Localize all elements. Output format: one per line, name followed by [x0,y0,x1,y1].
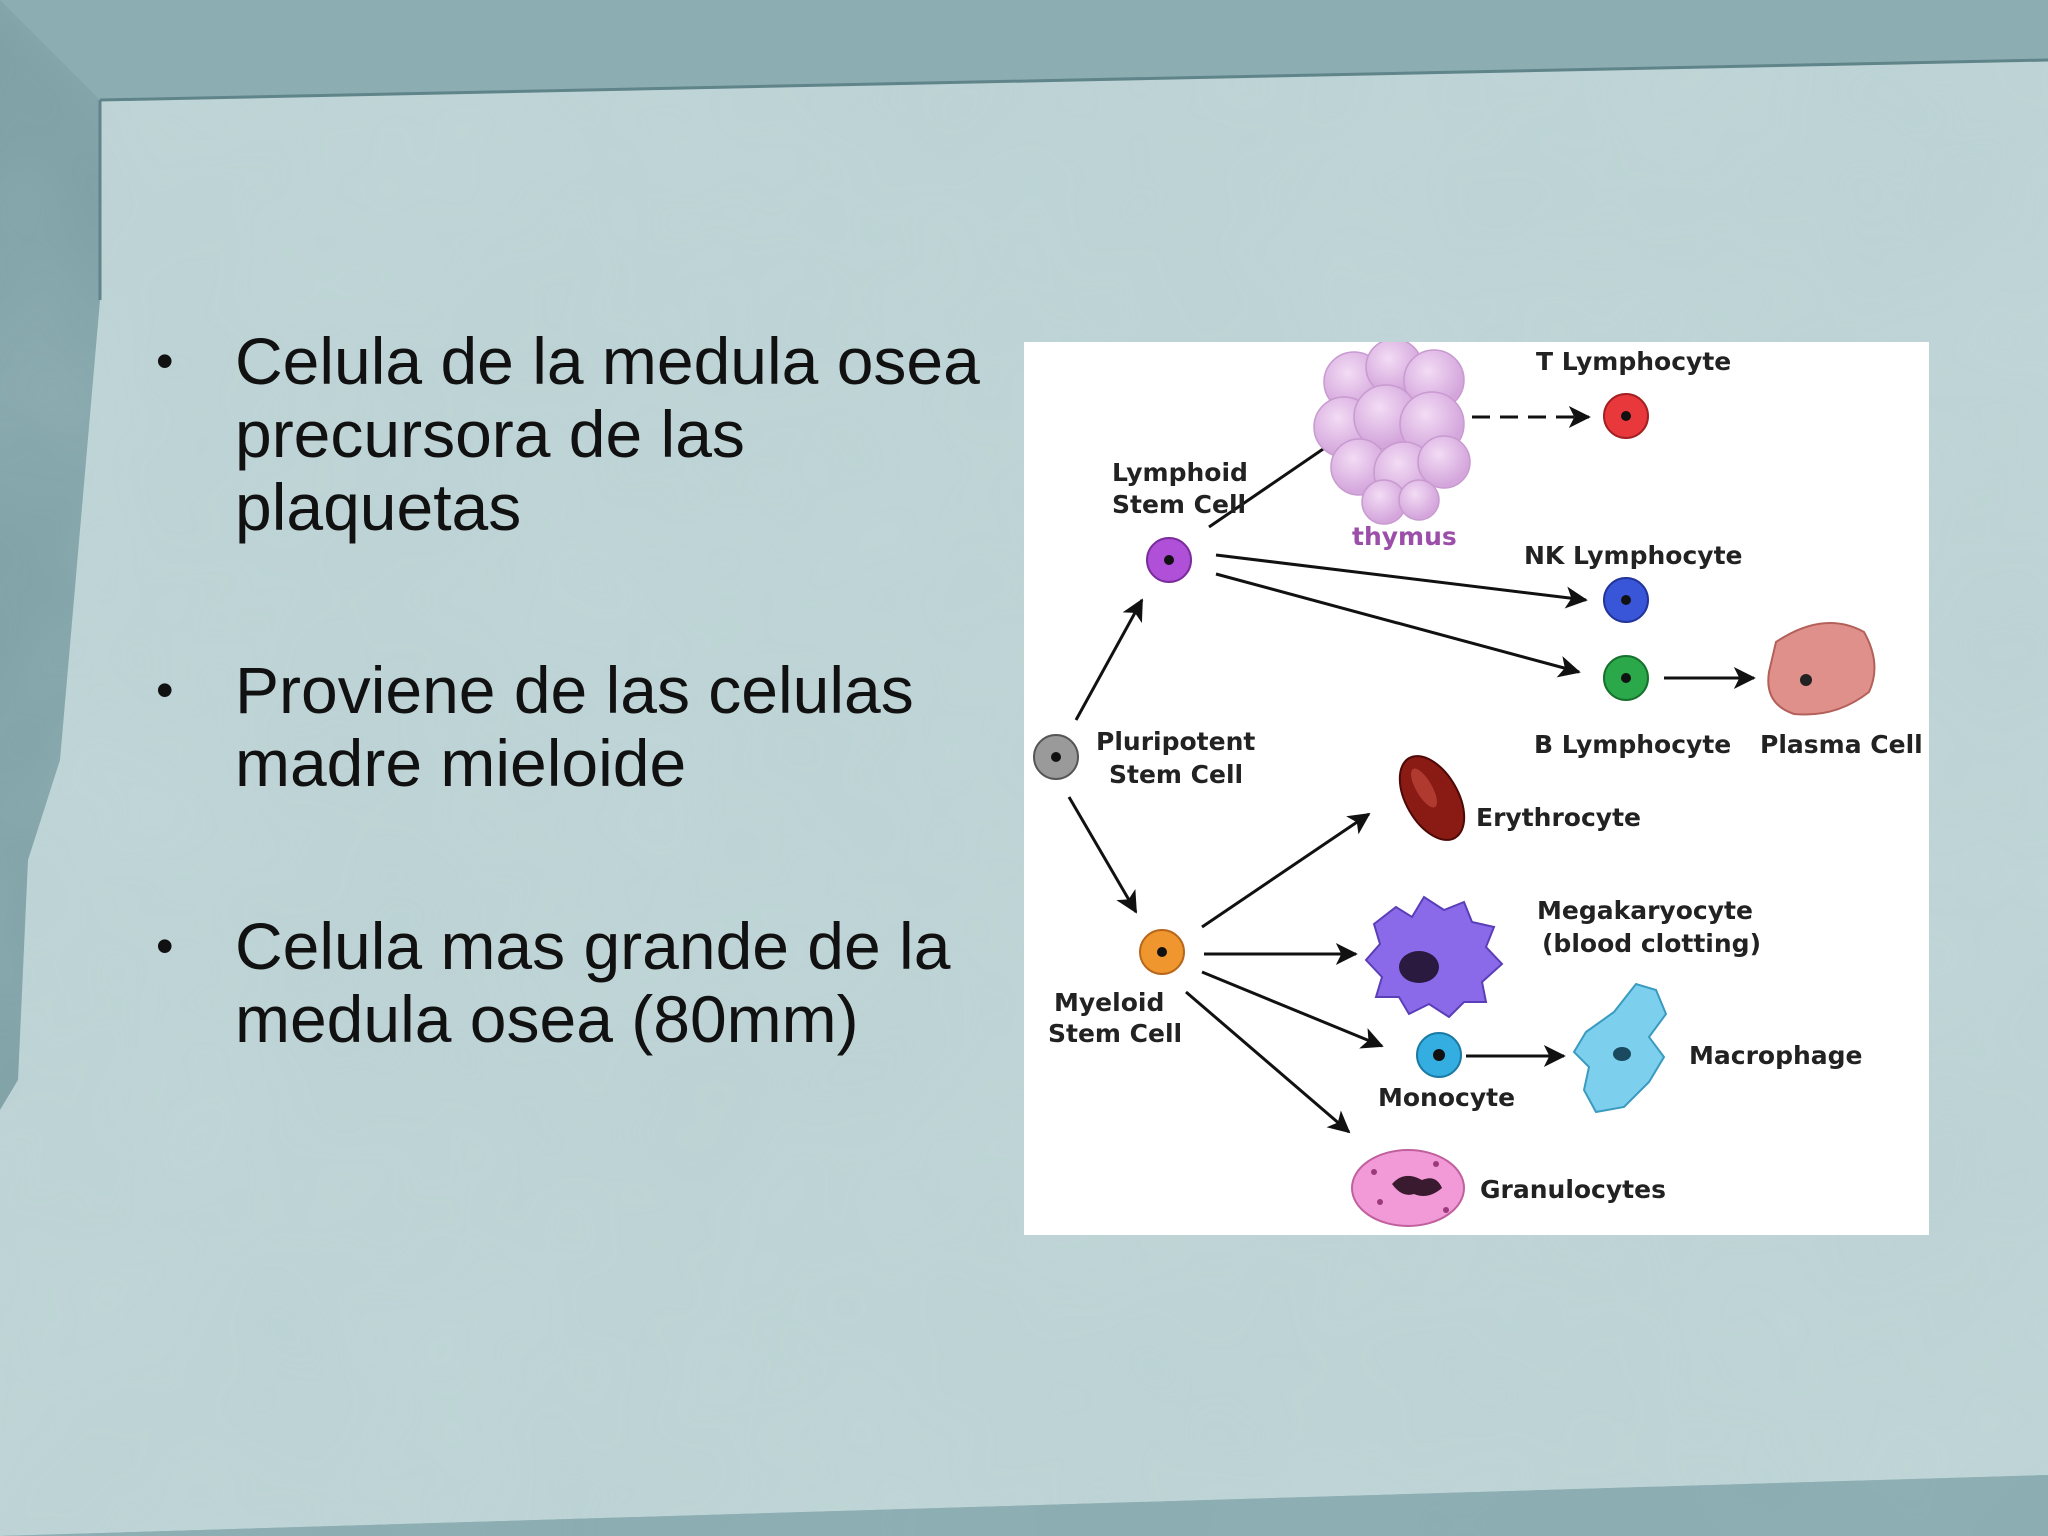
myeloid-stem-cell-label: Stem Cell [1048,1019,1182,1048]
arrow-pluripotent-to-lymphoid [1074,598,1144,721]
granulocytes-label: Granulocytes [1480,1175,1666,1204]
pluripotent-stem-cell-label: Stem Cell [1109,760,1243,789]
bullet-dot: • [156,662,174,718]
nk-lymphocyte-cell [1603,577,1649,623]
monocyte-label: Monocyte [1378,1083,1515,1112]
pluripotent-stem-cell [1033,734,1079,780]
bullet-text: Celula mas grande de la medula osea (80m… [235,909,951,1056]
arrow-lymphoid-to-b-cell [1215,572,1581,678]
macrophage-label: Macrophage [1689,1041,1863,1070]
plasma-cell [1767,622,1876,716]
bullet-item: • Celula mas grande de la medula osea (8… [150,910,990,1056]
myeloid-stem-cell-label: Myeloid [1054,988,1164,1017]
lymphoid-stem-cell-label: Lymphoid [1112,458,1248,487]
erythrocyte-label: Erythrocyte [1476,803,1641,832]
arrow-myeloid-to-erythrocyte [1201,812,1371,929]
plasma-cell-label: Plasma Cell [1760,730,1923,759]
b-lymphocyte-cell [1603,655,1649,701]
pluripotent-stem-cell-label: Pluripotent [1096,727,1255,756]
thymus-label: thymus [1352,522,1457,551]
thymus-organ [1313,342,1471,525]
nk-lymphocyte-label: NK Lymphocyte [1524,541,1742,570]
arrow-pluripotent-to-myeloid [1067,796,1138,914]
bullet-text: Celula de la medula osea precursora de l… [235,324,980,544]
arrow-myeloid-to-monocyte [1201,970,1384,1049]
arrow-myeloid-to-granulocytes [1185,990,1351,1134]
erythrocyte-cell [1398,755,1466,841]
megakaryocyte-label: (blood clotting) [1542,929,1761,958]
diagram-labels: Lymphoid Stem Cell thymus T Lymphocyte N… [1048,347,1923,1204]
bullet-text: Proviene de las celulas madre mieloide [235,653,914,800]
bullet-list: • Celula de la medula osea precursora de… [150,325,990,1166]
b-lymphocyte-label: B Lymphocyte [1534,730,1731,759]
megakaryocyte-label: Megakaryocyte [1537,896,1753,925]
arrow-lymphoid-to-nk [1215,553,1588,609]
t-lymphocyte-cell [1603,393,1649,439]
bullet-dot: • [156,333,174,389]
megakaryocyte-cell [1364,895,1504,1019]
arrows [1067,406,1756,1134]
macrophage-cell [1572,982,1668,1114]
bullet-dot: • [156,918,174,974]
bullet-item: • Celula de la medula osea precursora de… [150,325,990,544]
granulocyte-cell [1351,1149,1465,1227]
lymphoid-stem-cell-label: Stem Cell [1112,490,1246,519]
t-lymphocyte-label: T Lymphocyte [1536,347,1731,376]
hematopoiesis-diagram: Lymphoid Stem Cell thymus T Lymphocyte N… [1024,342,1929,1235]
myeloid-stem-cell [1139,929,1185,975]
lymphoid-stem-cell [1146,537,1192,583]
monocyte-cell [1416,1032,1462,1078]
bullet-item: • Proviene de las celulas madre mieloide [150,654,990,800]
